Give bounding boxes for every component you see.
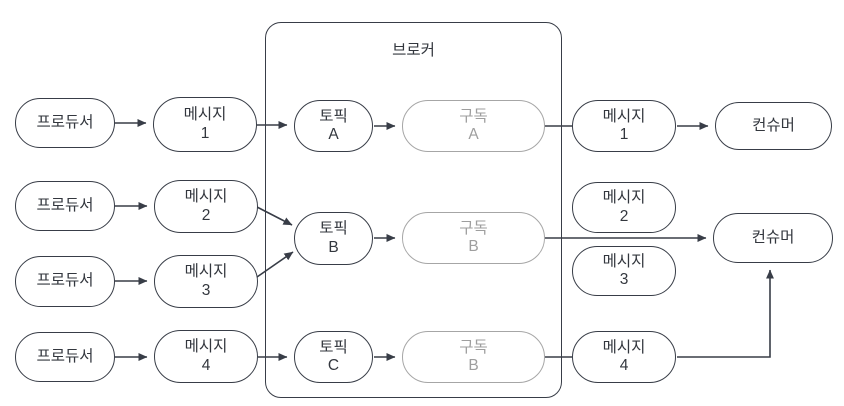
node-message-left-1: 메시지 1 xyxy=(153,97,257,152)
node-message-right-4: 메시지 4 xyxy=(572,331,676,383)
node-topic-b: 토픽 B xyxy=(294,212,373,265)
subscription-c-line2: B xyxy=(468,357,479,374)
node-message-right-1: 메시지 1 xyxy=(572,100,676,152)
topic-c-line2: C xyxy=(327,357,340,374)
node-message-left-4: 메시지 4 xyxy=(154,330,258,383)
node-subscription-b: 구독 B xyxy=(402,212,545,264)
edge-message3-topicB xyxy=(256,251,294,278)
node-producer-2: 프로듀서 xyxy=(15,181,115,231)
node-producer-4: 프로듀서 xyxy=(15,332,115,382)
topic-a-line1: 토픽 xyxy=(319,107,348,125)
message-left-2-line1: 메시지 xyxy=(184,188,228,206)
topic-c-line1: 토픽 xyxy=(319,338,348,356)
node-message-right-2: 메시지 2 xyxy=(572,182,676,233)
message-left-1-line1: 메시지 xyxy=(183,106,227,124)
subscription-c-line1: 구독 xyxy=(459,338,488,356)
edge-message4-consumer2 xyxy=(677,269,774,358)
topic-a-line2: A xyxy=(328,126,339,143)
node-subscription-c: 구독 B xyxy=(402,331,545,383)
message-right-3-line1: 메시지 xyxy=(602,252,646,270)
broker-container xyxy=(265,22,562,398)
message-left-4-line2: 4 xyxy=(201,356,211,374)
message-left-3-line1: 메시지 xyxy=(184,263,228,281)
subscription-a-line2: A xyxy=(468,126,479,143)
message-right-2-line1: 메시지 xyxy=(602,189,646,207)
node-subscription-a: 구독 A xyxy=(402,100,545,152)
producer-1-label: 프로듀서 xyxy=(36,113,94,131)
node-message-left-2: 메시지 2 xyxy=(154,180,258,233)
message-left-1-line2: 1 xyxy=(200,124,210,142)
subscription-b-line2: B xyxy=(468,238,479,255)
node-consumer-1: 컨슈머 xyxy=(715,102,832,150)
topic-b-line2: B xyxy=(328,238,339,256)
consumer-1-label: 컨슈머 xyxy=(752,116,795,134)
topic-b-line1: 토픽 xyxy=(319,220,348,238)
message-right-2-line2: 2 xyxy=(619,207,629,225)
node-consumer-2: 컨슈머 xyxy=(713,213,833,263)
subscription-a-line1: 구독 xyxy=(459,107,488,125)
producer-4-label: 프로듀서 xyxy=(36,347,94,365)
node-message-left-3: 메시지 3 xyxy=(154,255,258,308)
message-right-4-line2: 4 xyxy=(619,357,629,374)
message-left-4-line1: 메시지 xyxy=(184,338,228,356)
message-left-2-line2: 2 xyxy=(201,206,211,224)
subscription-b-line1: 구독 xyxy=(459,219,488,237)
message-left-3-line2: 3 xyxy=(201,281,211,299)
node-topic-a: 토픽 A xyxy=(294,100,373,152)
node-producer-3: 프로듀서 xyxy=(15,256,115,307)
message-right-1-line1: 메시지 xyxy=(602,107,646,125)
edge-message2-topicB xyxy=(256,206,293,226)
broker-title: 브로커 xyxy=(392,42,435,59)
node-producer-1: 프로듀서 xyxy=(15,98,115,148)
node-message-right-3: 메시지 3 xyxy=(572,246,676,296)
message-right-4-line1: 메시지 xyxy=(602,338,646,356)
producer-2-label: 프로듀서 xyxy=(36,196,94,214)
consumer-2-label: 컨슈머 xyxy=(751,228,795,246)
producer-3-label: 프로듀서 xyxy=(36,272,94,290)
node-topic-c: 토픽 C xyxy=(294,331,373,383)
message-right-3-line2: 3 xyxy=(619,271,629,288)
message-right-1-line2: 1 xyxy=(619,126,629,143)
